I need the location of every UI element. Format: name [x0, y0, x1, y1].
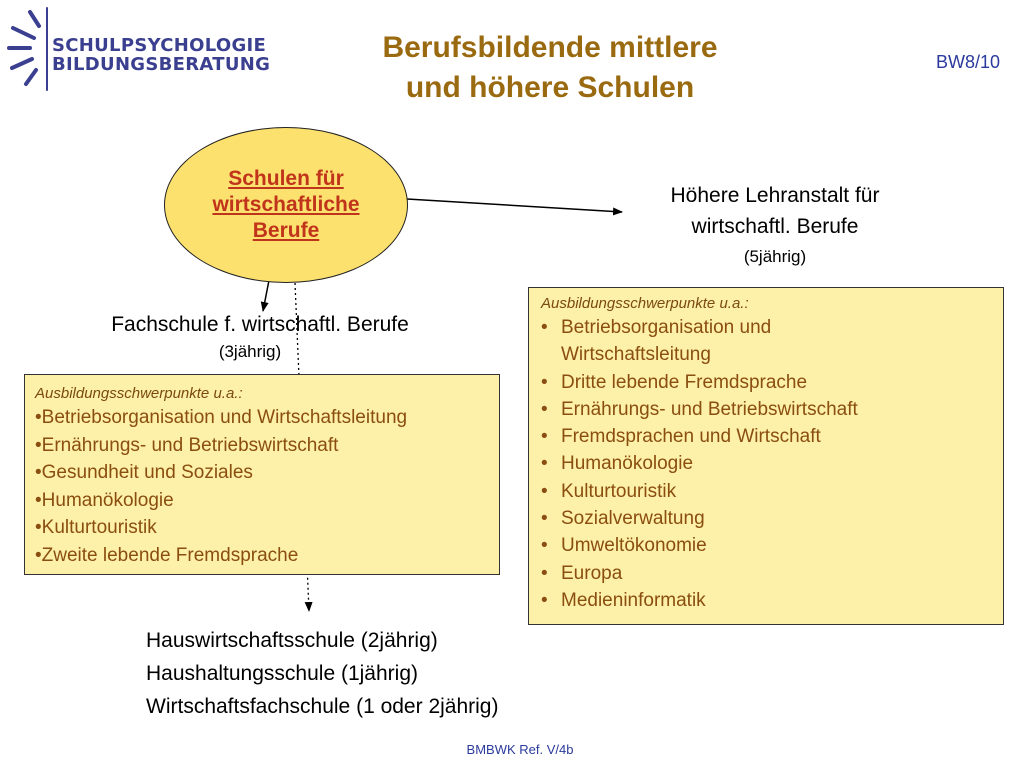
list-item: Gesundheit und Soziales: [35, 459, 499, 487]
fachschule-name: Fachschule f. wirtschaftl. Berufe: [111, 313, 409, 336]
fachschule-focus-list: Betriebsorganisation und Wirtschaftsleit…: [35, 404, 499, 569]
list-item: Europa: [541, 560, 1003, 588]
hoehere-lehranstalt-line-1: Höhere Lehranstalt für: [670, 184, 880, 207]
logo-text: SCHULPSYCHOLOGIE BILDUNGSBERATUNG: [52, 36, 270, 74]
list-item: Zweite lebende Fremdsprache: [35, 542, 499, 570]
list-item: Dritte lebende Fremdsprache: [541, 369, 1003, 397]
list-item: Sozialverwaltung: [541, 505, 1003, 533]
list-item: Betriebsorganisation und Wirtschaftsleit…: [35, 404, 499, 432]
list-item: Ernährungs- und Betriebswirtschaft: [35, 432, 499, 460]
footer-reference: BMBWK Ref. V/4b: [466, 742, 574, 757]
center-node-ellipse: Schulen für wirtschaftliche Berufe: [164, 127, 408, 283]
list-item: Kulturtouristik: [541, 478, 1003, 506]
list-item: Hauswirtschaftsschule (2jährig): [146, 629, 438, 652]
slide-code: BW8/10: [935, 52, 1000, 72]
bottom-schools-list: Hauswirtschaftsschule (2jährig) Haushalt…: [146, 624, 626, 723]
hoehere-lehranstalt-focus-list: Betriebsorganisation und Wirtschaftsleit…: [541, 314, 1003, 615]
list-item: Betriebsorganisation und Wirtschaftsleit…: [541, 314, 821, 369]
fachschule-focus-box: Ausbildungsschwerpunkte u.a.: Betriebsor…: [24, 374, 500, 575]
center-node-label: Schulen für wirtschaftliche Berufe: [212, 167, 360, 242]
logo-line-1: SCHULPSYCHOLOGIE: [52, 35, 267, 56]
hoehere-lehranstalt-name: Höhere Lehranstalt für wirtschaftl. Beru…: [610, 180, 940, 242]
arrow-to-hoehere-lehranstalt: [406, 198, 623, 216]
list-item: Umweltökonomie: [541, 532, 1003, 560]
page-title: Berufsbildende mittlere und höhere Schul…: [300, 28, 800, 108]
list-item: Fremdsprachen und Wirtschaft: [541, 423, 1003, 451]
hoehere-lehranstalt-duration: (5jährig): [743, 247, 807, 266]
list-item: Humanökologie: [35, 487, 499, 515]
logo-line-2: BILDUNGSBERATUNG: [52, 54, 271, 75]
hoehere-lehranstalt-focus-box: Ausbildungsschwerpunkte u.a.: Betriebsor…: [528, 287, 1004, 625]
list-item: Medieninformatik: [541, 587, 1003, 615]
list-item: Kulturtouristik: [35, 514, 499, 542]
list-item: Ernährungs- und Betriebswirtschaft: [541, 396, 1003, 424]
logo-mark-icon: [7, 7, 48, 91]
fachschule-focus-heading: Ausbildungsschwerpunkte u.a.:: [35, 385, 243, 402]
list-item: Haushaltungsschule (1jährig): [146, 662, 418, 685]
list-item: Humanökologie: [541, 450, 1003, 478]
hoehere-lehranstalt-line-2: wirtschaftl. Berufe: [691, 215, 859, 238]
hoehere-lehranstalt-focus-heading: Ausbildungsschwerpunkte u.a.:: [541, 295, 749, 312]
title-line-1: Berufsbildende mittlere: [382, 31, 718, 64]
fachschule-duration: (3jährig): [218, 342, 282, 361]
title-line-2: und höhere Schulen: [405, 71, 695, 104]
list-item: Wirtschaftsfachschule (1 oder 2jährig): [146, 695, 499, 718]
